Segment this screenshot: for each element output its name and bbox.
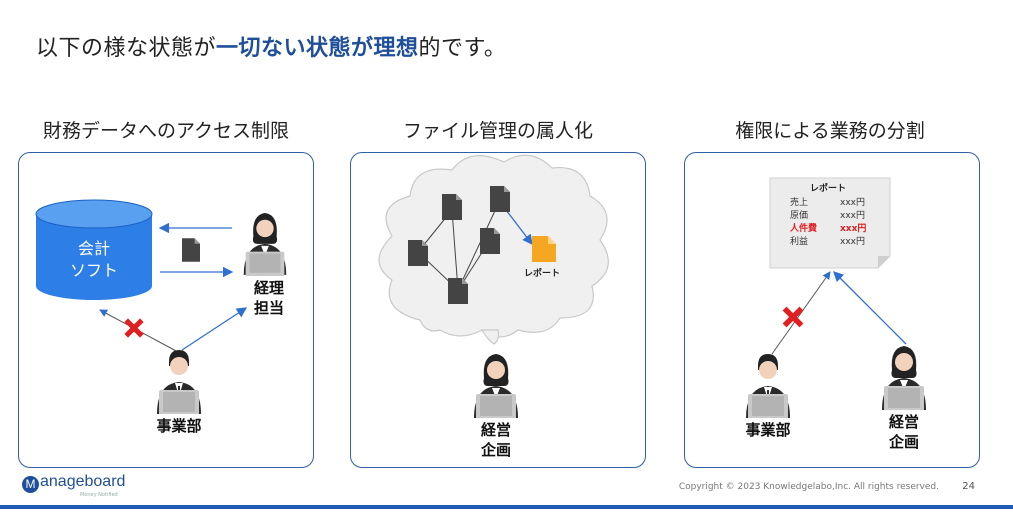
headline-highlight: 一切ない状態が理想 xyxy=(216,36,419,61)
planner-label-line1: 経営 xyxy=(480,421,511,439)
file-icon-1 xyxy=(442,194,462,220)
arrow-to-accountant xyxy=(181,307,248,351)
report-label: レポート xyxy=(524,269,561,279)
logo-text: anageboard xyxy=(40,473,126,490)
database-icon xyxy=(35,199,153,300)
planner-label-2-line1: 経営 xyxy=(888,413,919,431)
headline: 以下の様な状態が一切ない状態が理想的です。 xyxy=(36,30,506,62)
database-label-line1: 会計 xyxy=(77,239,110,258)
planner-person-icon-2 xyxy=(882,346,926,410)
headline-suffix: 的です。 xyxy=(418,36,507,61)
report-row-label-4: 利益 xyxy=(790,237,809,247)
accountant-person-icon xyxy=(243,212,287,276)
logo-subtitle: Money Notified xyxy=(80,492,118,498)
denied-cross-icon xyxy=(124,318,144,338)
business-dept-person-icon xyxy=(157,350,201,414)
column-title-access: 財務データへのアクセス制限 xyxy=(42,120,290,142)
report-row-label-1: 売上 xyxy=(790,198,809,208)
planner-person-icon xyxy=(474,354,518,418)
headline-prefix: 以下の様な状態が xyxy=(36,36,217,61)
file-icon-3 xyxy=(408,240,428,266)
report-row-value-2: xxx円 xyxy=(840,211,865,221)
planner-label-line2: 企画 xyxy=(480,441,511,459)
arrow-planner-to-report xyxy=(833,271,907,345)
file-icon-5 xyxy=(448,278,468,304)
accountant-label-line2: 担当 xyxy=(253,299,284,317)
report-row-label-3: 人件費 xyxy=(790,224,818,234)
planner-label-2-line2: 企画 xyxy=(888,433,919,451)
report-row-value-3: xxx円 xyxy=(840,224,867,234)
database-label-line2: ソフト xyxy=(69,261,118,280)
report-paper xyxy=(769,177,891,269)
logo-initial: M xyxy=(22,476,39,493)
report-title: レポート xyxy=(810,184,847,194)
panel-access xyxy=(18,152,314,468)
planner-label-2: 経営 企画 xyxy=(874,412,934,452)
accountant-label: 経理 担当 xyxy=(244,278,294,318)
report-orange-icon xyxy=(532,236,556,262)
document-icon xyxy=(182,238,200,262)
column-title-file-management: ファイル管理の属人化 xyxy=(402,120,593,142)
page-number: 24 xyxy=(962,481,975,492)
accountant-label-line1: 経理 xyxy=(253,279,284,297)
blocked-report-line xyxy=(771,271,831,355)
copyright-text: Copyright © 2023 Knowledgelabo,Inc. All … xyxy=(678,482,939,492)
file-icon-4 xyxy=(480,228,500,254)
arrow-to-report xyxy=(505,209,533,246)
business-dept-label-2: 事業部 xyxy=(745,421,791,439)
footer-divider xyxy=(0,505,1013,509)
report-row-value-1: xxx円 xyxy=(840,198,865,208)
file-icon-2 xyxy=(490,186,510,212)
planner-label: 経営 企画 xyxy=(466,420,526,460)
report-row-value-4: xxx円 xyxy=(840,237,865,247)
report-row-label-2: 原価 xyxy=(790,211,809,221)
business-dept-person-icon-2 xyxy=(746,354,790,418)
database-label: 会計 ソフト xyxy=(36,238,152,282)
business-dept-label: 事業部 xyxy=(156,417,202,435)
column-title-permission: 権限による業務の分割 xyxy=(735,120,925,142)
